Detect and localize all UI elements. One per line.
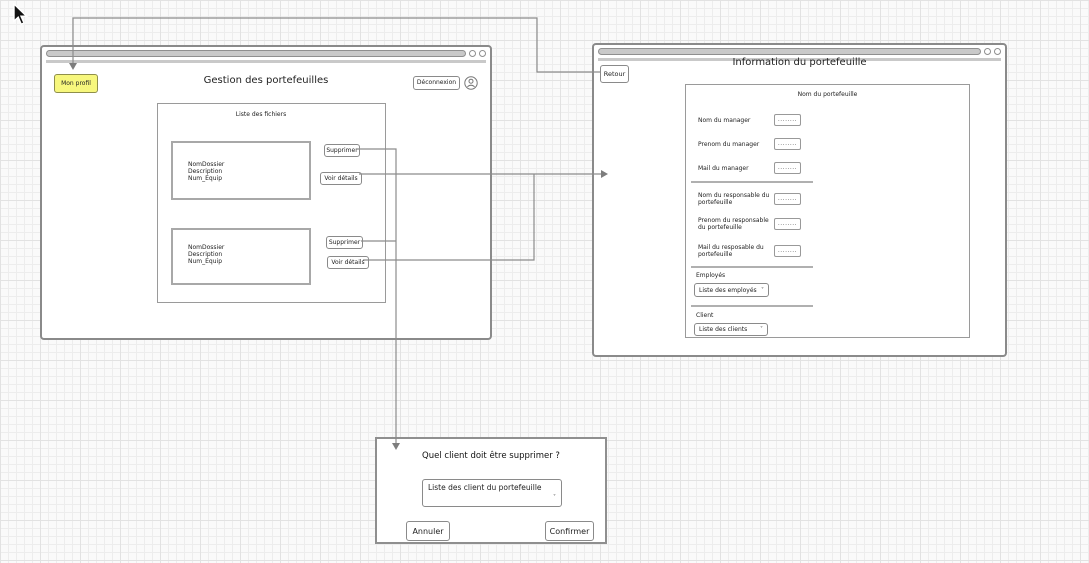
form-row: Nom du responsable du portefeuille .....…: [698, 191, 948, 207]
file-card-text: NomDossier Description Num_Equip: [188, 244, 224, 265]
file-name: NomDossier: [188, 161, 225, 168]
voir-details-button-1[interactable]: Voir détails: [320, 172, 362, 185]
chrome-divider: [46, 60, 486, 63]
form-row: Mail du resposable du portefeuille .....…: [698, 243, 948, 259]
divider: [691, 305, 813, 307]
employes-label: Employés: [696, 272, 726, 279]
annuler-button[interactable]: Annuler: [406, 521, 450, 541]
field-label: Prenom du manager: [698, 140, 760, 148]
browser-button-icon: [479, 50, 486, 57]
chrome-divider: [598, 58, 1001, 61]
field-label: Nom du responsable du portefeuille: [698, 192, 770, 206]
chevron-down-icon: ˅: [760, 326, 763, 333]
window-gestion-portefeuilles: Gestion des portefeuilles Mon profil Déc…: [40, 45, 492, 340]
browser-button-icon: [469, 50, 476, 57]
dialog-title: Quel client doit être supprimer ?: [422, 451, 560, 461]
divider: [691, 181, 813, 183]
panel-nom-du-portefeuille: Nom du portefeuille Nom du manager .....…: [685, 84, 970, 338]
file-description: Description: [188, 251, 223, 258]
page-title: Information du portefeuille: [732, 57, 867, 68]
mouse-cursor-icon: [13, 3, 29, 26]
file-card[interactable]: NomDossier Description Num_Equip: [171, 141, 311, 200]
browser-chrome: [42, 47, 490, 63]
divider: [691, 266, 813, 268]
prenom-manager-input[interactable]: ........: [774, 138, 801, 150]
chevron-down-icon: ˅: [761, 286, 764, 294]
panel-title: Liste des fichiers: [235, 111, 287, 118]
field-label: Nom du manager: [698, 116, 751, 124]
employes-dropdown[interactable]: Liste des employés ˅: [694, 283, 769, 297]
panel-title: Nom du portefeuille: [797, 91, 858, 98]
deconnexion-button[interactable]: Déconnexion: [413, 76, 460, 90]
address-bar: [46, 50, 466, 57]
clients-dropdown[interactable]: Liste des clients ˅: [694, 323, 768, 336]
browser-button-icon: [994, 48, 1001, 55]
prenom-responsable-input[interactable]: ........: [774, 218, 801, 230]
form-row: Prenom du responsable du portefeuille ..…: [698, 216, 948, 232]
panel-liste-des-fichiers: Liste des fichiers NomDossier Descriptio…: [157, 103, 386, 303]
form-row: Nom du manager ........: [698, 112, 948, 128]
dropdown-value: Liste des employés: [699, 286, 757, 294]
confirmer-button[interactable]: Confirmer: [545, 521, 594, 541]
field-label: Mail du resposable du portefeuille: [698, 244, 764, 258]
form-row: Mail du manager ........: [698, 160, 948, 176]
client-portefeuille-dropdown[interactable]: Liste des client du portefeuille ˅: [422, 479, 562, 507]
file-description: Description: [188, 168, 223, 175]
user-icon[interactable]: [464, 76, 478, 90]
chevron-down-icon: ˅: [553, 493, 556, 501]
client-label: Client: [696, 312, 714, 319]
address-bar: [598, 48, 981, 55]
field-label: Mail du manager: [698, 164, 749, 172]
file-card[interactable]: NomDossier Description Num_Equip: [171, 228, 311, 285]
supprimer-button-1[interactable]: Supprimer: [324, 144, 360, 157]
supprimer-button-2[interactable]: Supprimer: [326, 236, 363, 249]
file-card-text: NomDossier Description Num_Equip: [188, 161, 224, 182]
file-num-equip: Num_Equip: [188, 175, 223, 182]
dropdown-value: Liste des clients: [699, 326, 748, 333]
file-num-equip: Num_Equip: [188, 258, 223, 265]
window-information-portefeuille: Information du portefeuille Retour Nom d…: [592, 43, 1007, 357]
dropdown-value: Liste des client du portefeuille: [428, 483, 542, 492]
mail-manager-input[interactable]: ........: [774, 162, 801, 174]
form-row: Prenom du manager ........: [698, 136, 948, 152]
field-label: Prenom du responsable du portefeuille: [698, 217, 769, 231]
retour-button[interactable]: Retour: [600, 65, 629, 83]
dialog-supprimer-client: Quel client doit être supprimer ? Liste …: [375, 437, 607, 544]
browser-button-icon: [984, 48, 991, 55]
nom-manager-input[interactable]: ........: [774, 114, 801, 126]
page-title: Gestion des portefeuilles: [203, 75, 329, 86]
voir-details-button-2[interactable]: Voir détails: [327, 256, 369, 269]
mon-profil-button[interactable]: Mon profil: [54, 74, 98, 93]
nom-responsable-input[interactable]: ........: [774, 193, 801, 205]
file-name: NomDossier: [188, 244, 225, 251]
mail-responsable-input[interactable]: ........: [774, 245, 801, 257]
